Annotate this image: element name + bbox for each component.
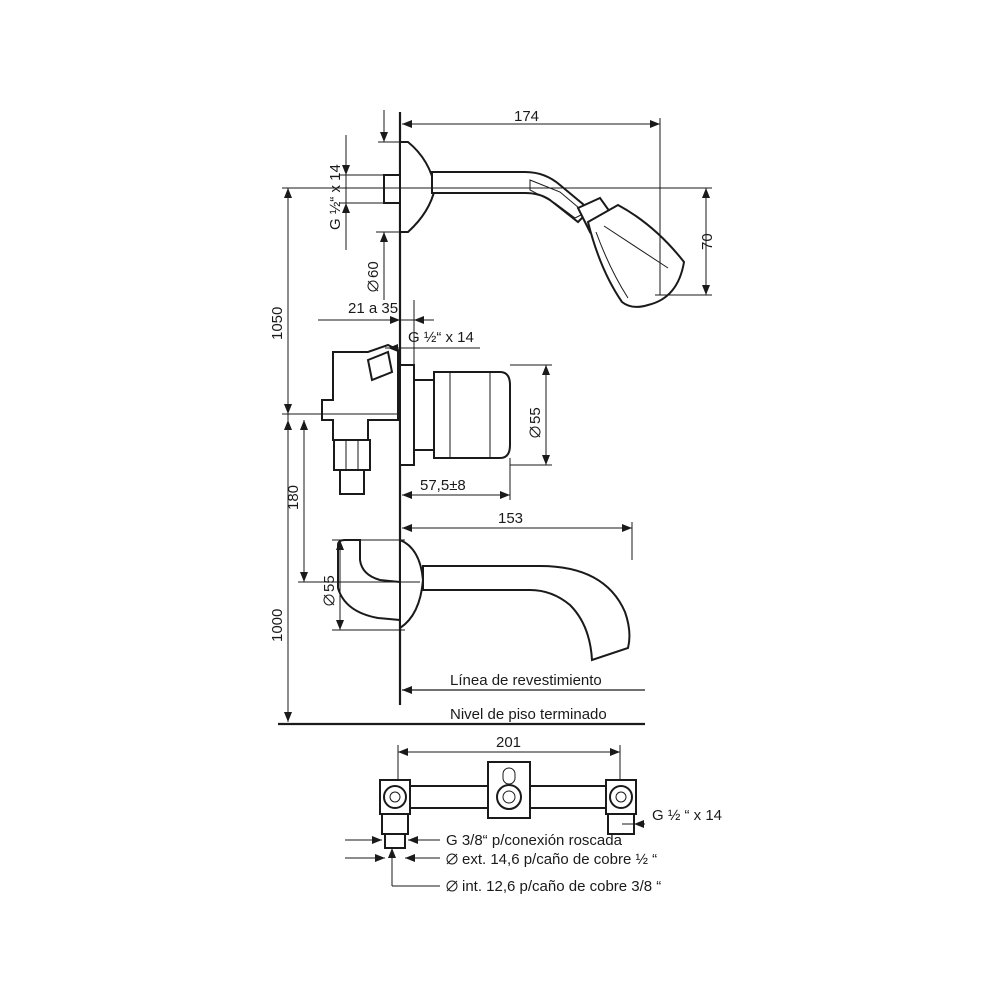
valve-inlet-top: [366, 350, 394, 382]
ext146-text: ext. 14,6 p/caño de cobre ½ “: [462, 851, 657, 868]
arrow: [402, 686, 412, 694]
dim-d55-spout-text: 55: [321, 575, 338, 592]
diameter-slash: [446, 880, 458, 892]
arrow: [650, 120, 660, 128]
shower-arm-slot: [529, 179, 586, 219]
shower-head-rim: [603, 225, 669, 269]
arrow: [342, 165, 350, 175]
diameter-slash: [446, 853, 458, 865]
arrow: [284, 188, 292, 198]
shower-escutcheon: [399, 141, 437, 233]
arrow: [542, 455, 550, 465]
ext146-label: ext. 14,6 p/caño de cobre ½ “: [446, 851, 657, 868]
arrow: [398, 748, 408, 756]
dim-70-text: 70: [699, 233, 716, 250]
g38-text: G 3/8“ p/conexión roscada: [446, 832, 623, 849]
arrow: [380, 232, 388, 242]
dim-575-text: 57,5±8: [420, 477, 466, 494]
diameter-symbol-icon: [323, 594, 335, 606]
arrow: [634, 820, 644, 828]
arrow: [336, 620, 344, 630]
arrow: [402, 524, 412, 532]
linea-revestimiento-text: Línea de revestimiento: [450, 672, 602, 689]
arrow: [542, 365, 550, 375]
dim-g12-vertical-text: G ½“ x 14: [327, 164, 344, 230]
right-inlet-port: [609, 785, 633, 809]
right-inlet-port-inner: [615, 791, 627, 803]
diameter-symbol-icon: [367, 280, 379, 292]
valve-tail: [339, 469, 365, 495]
int126-label: int. 12,6 p/caño de cobre 3/8 “: [446, 878, 661, 895]
dim-1000-text: 1000: [269, 609, 286, 642]
dim-180-text: 180: [285, 485, 302, 510]
arrow: [390, 316, 400, 324]
diameter-slash: [323, 594, 335, 606]
dim-d60-text: 60: [365, 261, 382, 278]
shower-head-contour: [595, 231, 629, 299]
spout-inlet-bend: [337, 539, 401, 622]
dim-153-text: 153: [498, 510, 523, 527]
arrow: [610, 748, 620, 756]
left-inlet-port: [383, 785, 407, 809]
arrow: [500, 491, 510, 499]
arrow: [414, 316, 424, 324]
arrow: [336, 540, 344, 550]
spout-assembly: [337, 538, 631, 662]
dim-d55-valve-text: 55: [527, 407, 544, 424]
shower-head: [586, 203, 686, 308]
g-bottom-text: G ½ “ x 14: [652, 807, 722, 824]
arrow: [402, 120, 412, 128]
dim-21a35-text: 21 a 35: [348, 300, 398, 317]
arrow: [284, 404, 292, 414]
shower-arm: [431, 171, 592, 224]
arrow: [284, 712, 292, 722]
valve-cartridge: [413, 379, 435, 451]
arrow: [342, 203, 350, 213]
center-outlet: [496, 784, 522, 810]
arrow: [372, 836, 382, 844]
nivel-piso-text: Nivel de piso terminado: [450, 706, 607, 723]
valve-handle: [433, 371, 511, 459]
int126-text: int. 12,6 p/caño de cobre 3/8 “: [462, 878, 661, 895]
arrow: [300, 572, 308, 582]
arrow: [380, 132, 388, 142]
spout-pipe: [422, 565, 631, 662]
manifold-assembly: 201 G ½ “ x 14 G 3/8“ p/conexión roscada: [345, 734, 722, 895]
arrow: [284, 420, 292, 430]
arrow: [408, 836, 418, 844]
arrow: [375, 854, 385, 862]
arrow: [702, 188, 710, 198]
arrow: [300, 420, 308, 430]
spout-escutcheon: [399, 538, 425, 630]
shower-nipple: [383, 174, 401, 204]
valve-hex-nut: [333, 439, 371, 471]
dim-201-text: 201: [496, 734, 521, 751]
diameter-symbol-icon: [446, 853, 458, 865]
mixer-valve: [321, 343, 511, 495]
dim-1050-text: 1050: [269, 307, 286, 340]
arrow: [388, 848, 396, 858]
dim-g12-mid-text: G ½“ x 14: [408, 329, 474, 346]
dimensions: 174 70 G ½“ x 14 60 1050: [269, 108, 716, 726]
valve-escutcheon: [399, 364, 415, 466]
left-inlet-nut: [381, 813, 409, 835]
diameter-symbol-icon: [529, 426, 541, 438]
d55-valve-label: 55: [527, 407, 544, 438]
d55-spout-label: 55: [321, 575, 338, 606]
diameter-slash: [529, 426, 541, 438]
arrow: [622, 524, 632, 532]
diameter-symbol-icon: [446, 880, 458, 892]
arrow: [402, 491, 412, 499]
shower-assembly: [383, 141, 686, 308]
arrow: [388, 344, 398, 352]
center-outlet-inner: [502, 790, 516, 804]
d60-label: 60: [365, 261, 382, 292]
diameter-slash: [367, 280, 379, 292]
left-inlet-tail: [384, 833, 406, 849]
left-inlet-port-inner: [389, 791, 401, 803]
arrow: [405, 854, 415, 862]
dim-174-text: 174: [514, 108, 539, 125]
arrow: [702, 285, 710, 295]
